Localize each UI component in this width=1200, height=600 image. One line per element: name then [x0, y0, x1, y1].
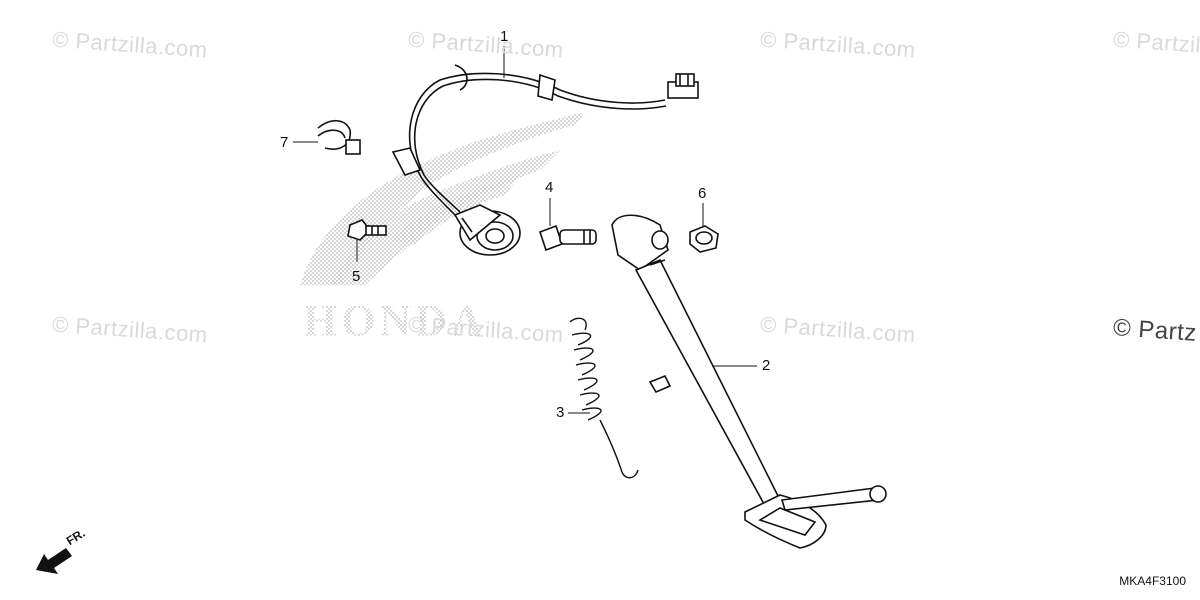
part-5-flange-bolt [347, 219, 387, 241]
diagram-code: MKA4F3100 [1119, 574, 1186, 588]
part-1-harness [391, 64, 699, 256]
callout-6: 6 [698, 185, 707, 202]
honda-wing-logo: HONDA [300, 112, 585, 345]
watermark: © Partz [1112, 314, 1198, 347]
honda-logo-text: HONDA [303, 296, 487, 345]
callout-5: 5 [352, 268, 361, 285]
callout-1: 1 [500, 28, 509, 45]
front-direction-arrow [36, 548, 72, 574]
leader-lines [293, 46, 757, 414]
part-6-nut [689, 225, 719, 253]
part-2-side-stand [611, 214, 887, 549]
part-7-wire-band [317, 119, 361, 155]
part-3-spring [569, 317, 639, 479]
callout-7: 7 [280, 134, 289, 151]
part-4-pivot-bolt [538, 224, 597, 252]
callout-2: 2 [762, 357, 771, 374]
callout-3: 3 [556, 404, 565, 421]
callout-4: 4 [545, 179, 554, 196]
